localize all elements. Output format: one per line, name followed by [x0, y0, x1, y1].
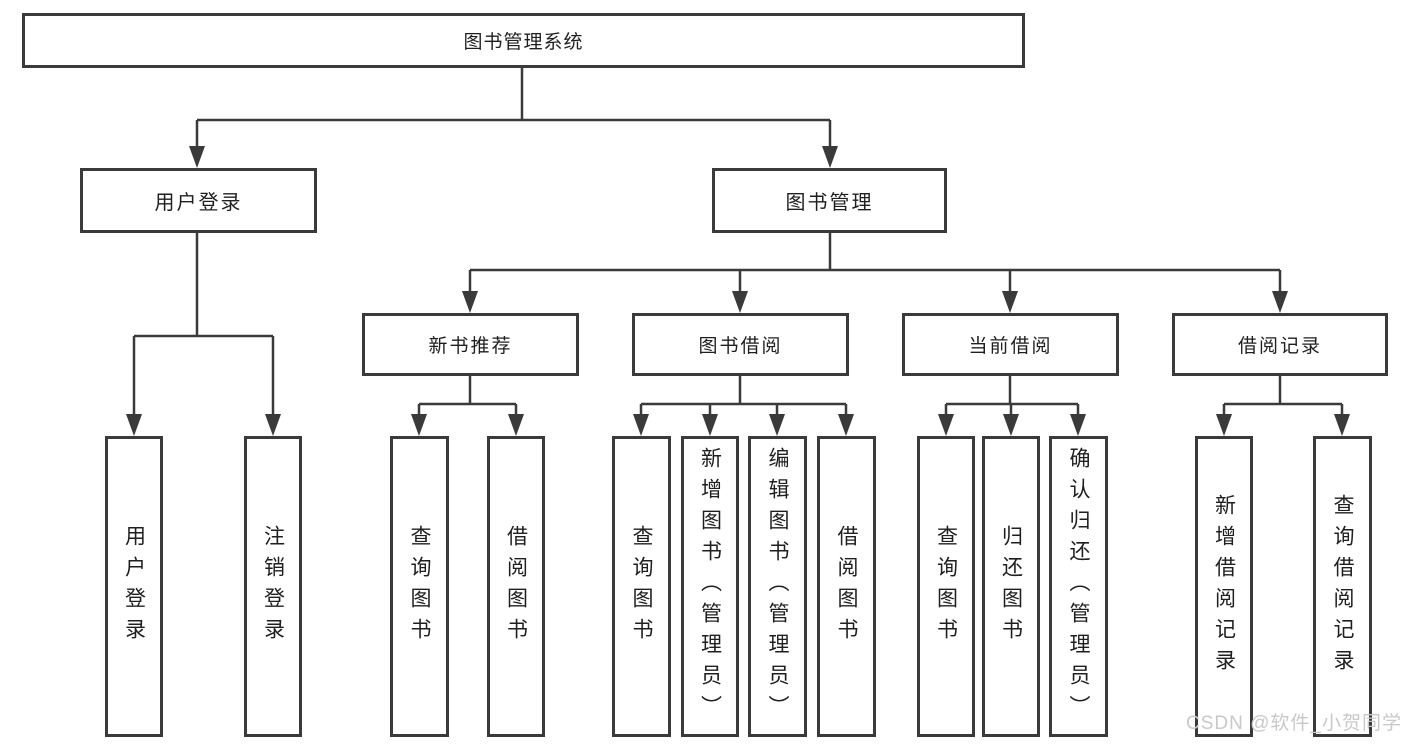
- node-label: 新增借阅记录: [1212, 493, 1236, 680]
- node-book-management: 图书管理: [712, 168, 947, 233]
- node-user-login: 用户登录: [80, 168, 317, 233]
- node-label: 新书推荐: [428, 336, 513, 357]
- node-label: 用户登录: [154, 192, 243, 214]
- node-new-book-recommend: 新书推荐: [362, 313, 579, 376]
- node-label: 确认归还（管理员）: [1067, 447, 1091, 726]
- leaf-borrowing-edit-books-admin: 编辑图书（管理员）: [748, 436, 807, 737]
- node-label: 新增图书（管理员）: [698, 447, 722, 726]
- node-current-borrowing: 当前借阅: [902, 313, 1119, 376]
- node-label: 注销登录: [261, 524, 285, 649]
- csdn-watermark: CSDN @软件_小贺同学: [1186, 713, 1402, 734]
- leaf-logout: 注销登录: [244, 436, 302, 737]
- node-label: 查询图书: [408, 524, 432, 649]
- node-label: 查询图书: [630, 524, 654, 649]
- leaf-borrowing-add-books-admin: 新增图书（管理员）: [681, 436, 739, 737]
- node-root-library-system: 图书管理系统: [22, 13, 1025, 68]
- node-book-borrowing: 图书借阅: [632, 313, 849, 376]
- node-label: 归还图书: [999, 524, 1023, 649]
- leaf-records-query-record: 查询借阅记录: [1313, 436, 1372, 737]
- leaf-user-login: 用户登录: [105, 436, 163, 737]
- node-label: 图书管理: [785, 192, 874, 214]
- node-label: 借阅记录: [1237, 336, 1322, 357]
- node-label: 用户登录: [122, 524, 146, 649]
- node-borrowing-records: 借阅记录: [1172, 313, 1388, 376]
- leaf-current-return-books: 归还图书: [982, 436, 1040, 737]
- node-label: 当前借阅: [968, 336, 1053, 357]
- node-label: 借阅图书: [835, 524, 859, 649]
- leaf-borrowing-borrow-books: 借阅图书: [817, 436, 876, 737]
- leaf-records-add-record: 新增借阅记录: [1195, 436, 1253, 737]
- node-label: 借阅图书: [504, 524, 528, 649]
- node-label: 编辑图书（管理员）: [766, 447, 790, 726]
- leaf-newbooks-borrow-books: 借阅图书: [487, 436, 545, 737]
- arrowheads: [126, 146, 1350, 436]
- node-label: 查询借阅记录: [1331, 493, 1355, 680]
- leaf-current-confirm-return-admin: 确认归还（管理员）: [1049, 436, 1108, 737]
- leaf-newbooks-query-books: 查询图书: [390, 436, 449, 737]
- node-label: 查询图书: [934, 524, 958, 649]
- leaf-current-query-books: 查询图书: [917, 436, 975, 737]
- node-label: 图书管理系统: [463, 32, 584, 53]
- leaf-borrowing-query-books: 查询图书: [612, 436, 671, 737]
- node-label: 图书借阅: [698, 336, 783, 357]
